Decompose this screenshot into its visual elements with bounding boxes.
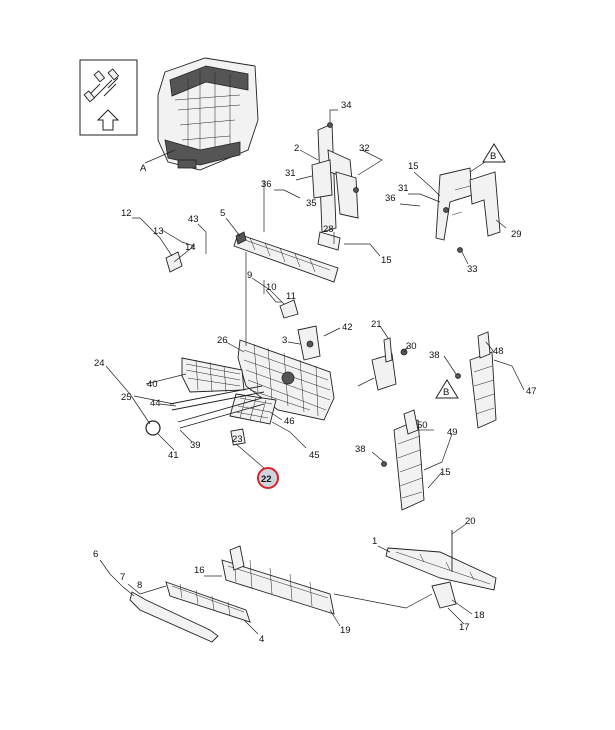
cross-member-bar bbox=[233, 231, 339, 283]
bottom-tray bbox=[385, 530, 497, 591]
bumper-trim-strip bbox=[129, 591, 219, 643]
svg-text:B: B bbox=[490, 151, 496, 162]
callout-50[interactable]: 50 bbox=[417, 420, 428, 431]
inset-icon bbox=[83, 68, 120, 103]
callout-5[interactable]: 5 bbox=[220, 208, 225, 219]
callout-21[interactable]: 21 bbox=[371, 319, 382, 330]
callout-13[interactable]: 13 bbox=[153, 226, 164, 237]
callout-1[interactable]: 1 bbox=[372, 536, 377, 547]
lower-bumper-grille bbox=[165, 581, 251, 623]
highlighted-part-22[interactable]: 22 bbox=[257, 467, 279, 489]
callout-33[interactable]: 33 bbox=[467, 264, 478, 275]
callout-9[interactable]: 9 bbox=[247, 270, 252, 281]
callout-47[interactable]: 47 bbox=[526, 386, 537, 397]
callout-23[interactable]: 23 bbox=[232, 434, 243, 445]
callout-labels: 34 32 2 31 36 35 15 31 36 29 12 13 14 43… bbox=[93, 100, 537, 645]
callout-38-lower[interactable]: 38 bbox=[355, 444, 366, 455]
ring-part bbox=[145, 420, 161, 436]
callout-15-top[interactable]: 15 bbox=[408, 161, 419, 172]
front-trim-panel bbox=[229, 393, 277, 425]
svg-text:B: B bbox=[443, 387, 449, 398]
ref-marker-b-top: B bbox=[482, 143, 506, 163]
support-49 bbox=[381, 373, 461, 511]
callout-30[interactable]: 30 bbox=[406, 341, 417, 352]
callout-14[interactable]: 14 bbox=[185, 242, 196, 253]
callout-17[interactable]: 17 bbox=[459, 622, 470, 633]
callout-40[interactable]: 40 bbox=[147, 379, 158, 390]
callout-48[interactable]: 48 bbox=[493, 346, 504, 357]
lower-beam bbox=[221, 545, 335, 615]
callout-8[interactable]: 8 bbox=[137, 580, 142, 591]
upper-bracket-assembly bbox=[311, 122, 359, 233]
callout-42[interactable]: 42 bbox=[342, 322, 353, 333]
callout-4[interactable]: 4 bbox=[259, 634, 264, 645]
callout-26[interactable]: 26 bbox=[217, 335, 228, 346]
callout-36-right[interactable]: 36 bbox=[385, 193, 396, 204]
callout-20[interactable]: 20 bbox=[465, 516, 476, 527]
main-grille bbox=[237, 339, 335, 421]
callout-16[interactable]: 16 bbox=[194, 565, 205, 576]
callout-36[interactable]: 36 bbox=[261, 179, 272, 190]
right-bracket-assembly bbox=[435, 167, 501, 253]
callout-6[interactable]: 6 bbox=[93, 549, 98, 560]
ref-marker-b-bottom: B bbox=[435, 379, 459, 399]
callout-19[interactable]: 19 bbox=[340, 625, 351, 636]
trim-rods bbox=[169, 385, 265, 446]
small-bracket-3 bbox=[297, 325, 321, 361]
callout-29[interactable]: 29 bbox=[511, 229, 522, 240]
callout-31[interactable]: 31 bbox=[285, 168, 296, 179]
callout-49[interactable]: 49 bbox=[447, 427, 458, 438]
highlight-label[interactable]: 22 bbox=[261, 474, 272, 485]
bracket-37 bbox=[371, 337, 408, 391]
lower-grille-panel bbox=[181, 357, 245, 393]
callout-15-mid[interactable]: 15 bbox=[381, 255, 392, 266]
truck-cab-illustration bbox=[157, 57, 259, 171]
callout-10[interactable]: 10 bbox=[266, 282, 277, 293]
callout-11[interactable]: 11 bbox=[286, 291, 296, 302]
callout-28[interactable]: 28 bbox=[323, 224, 334, 235]
callout-7[interactable]: 7 bbox=[120, 572, 125, 583]
leader-lines bbox=[99, 109, 525, 635]
callout-44[interactable]: 44 bbox=[150, 398, 161, 409]
callout-38[interactable]: 38 bbox=[429, 350, 440, 361]
callout-41[interactable]: 41 bbox=[168, 450, 179, 461]
callout-18[interactable]: 18 bbox=[474, 610, 485, 621]
support-47 bbox=[469, 331, 497, 429]
callout-3[interactable]: 3 bbox=[282, 335, 287, 346]
callout-39[interactable]: 39 bbox=[190, 440, 201, 451]
callout-25[interactable]: 25 bbox=[121, 392, 132, 403]
view-label: A bbox=[140, 163, 147, 174]
orientation-inset bbox=[79, 59, 138, 136]
callout-34[interactable]: 34 bbox=[341, 100, 352, 111]
callout-31-right[interactable]: 31 bbox=[398, 183, 409, 194]
bracket-18 bbox=[431, 581, 457, 609]
callout-35[interactable]: 35 bbox=[306, 198, 317, 209]
callout-15-lower[interactable]: 15 bbox=[440, 467, 451, 478]
callout-45[interactable]: 45 bbox=[309, 450, 320, 461]
callout-46[interactable]: 46 bbox=[284, 416, 295, 427]
up-arrow-icon bbox=[96, 109, 120, 131]
callout-43[interactable]: 43 bbox=[188, 214, 199, 225]
callout-12[interactable]: 12 bbox=[121, 208, 132, 219]
callout-2[interactable]: 2 bbox=[294, 143, 299, 154]
callout-32[interactable]: 32 bbox=[359, 143, 370, 154]
callout-24[interactable]: 24 bbox=[94, 358, 105, 369]
